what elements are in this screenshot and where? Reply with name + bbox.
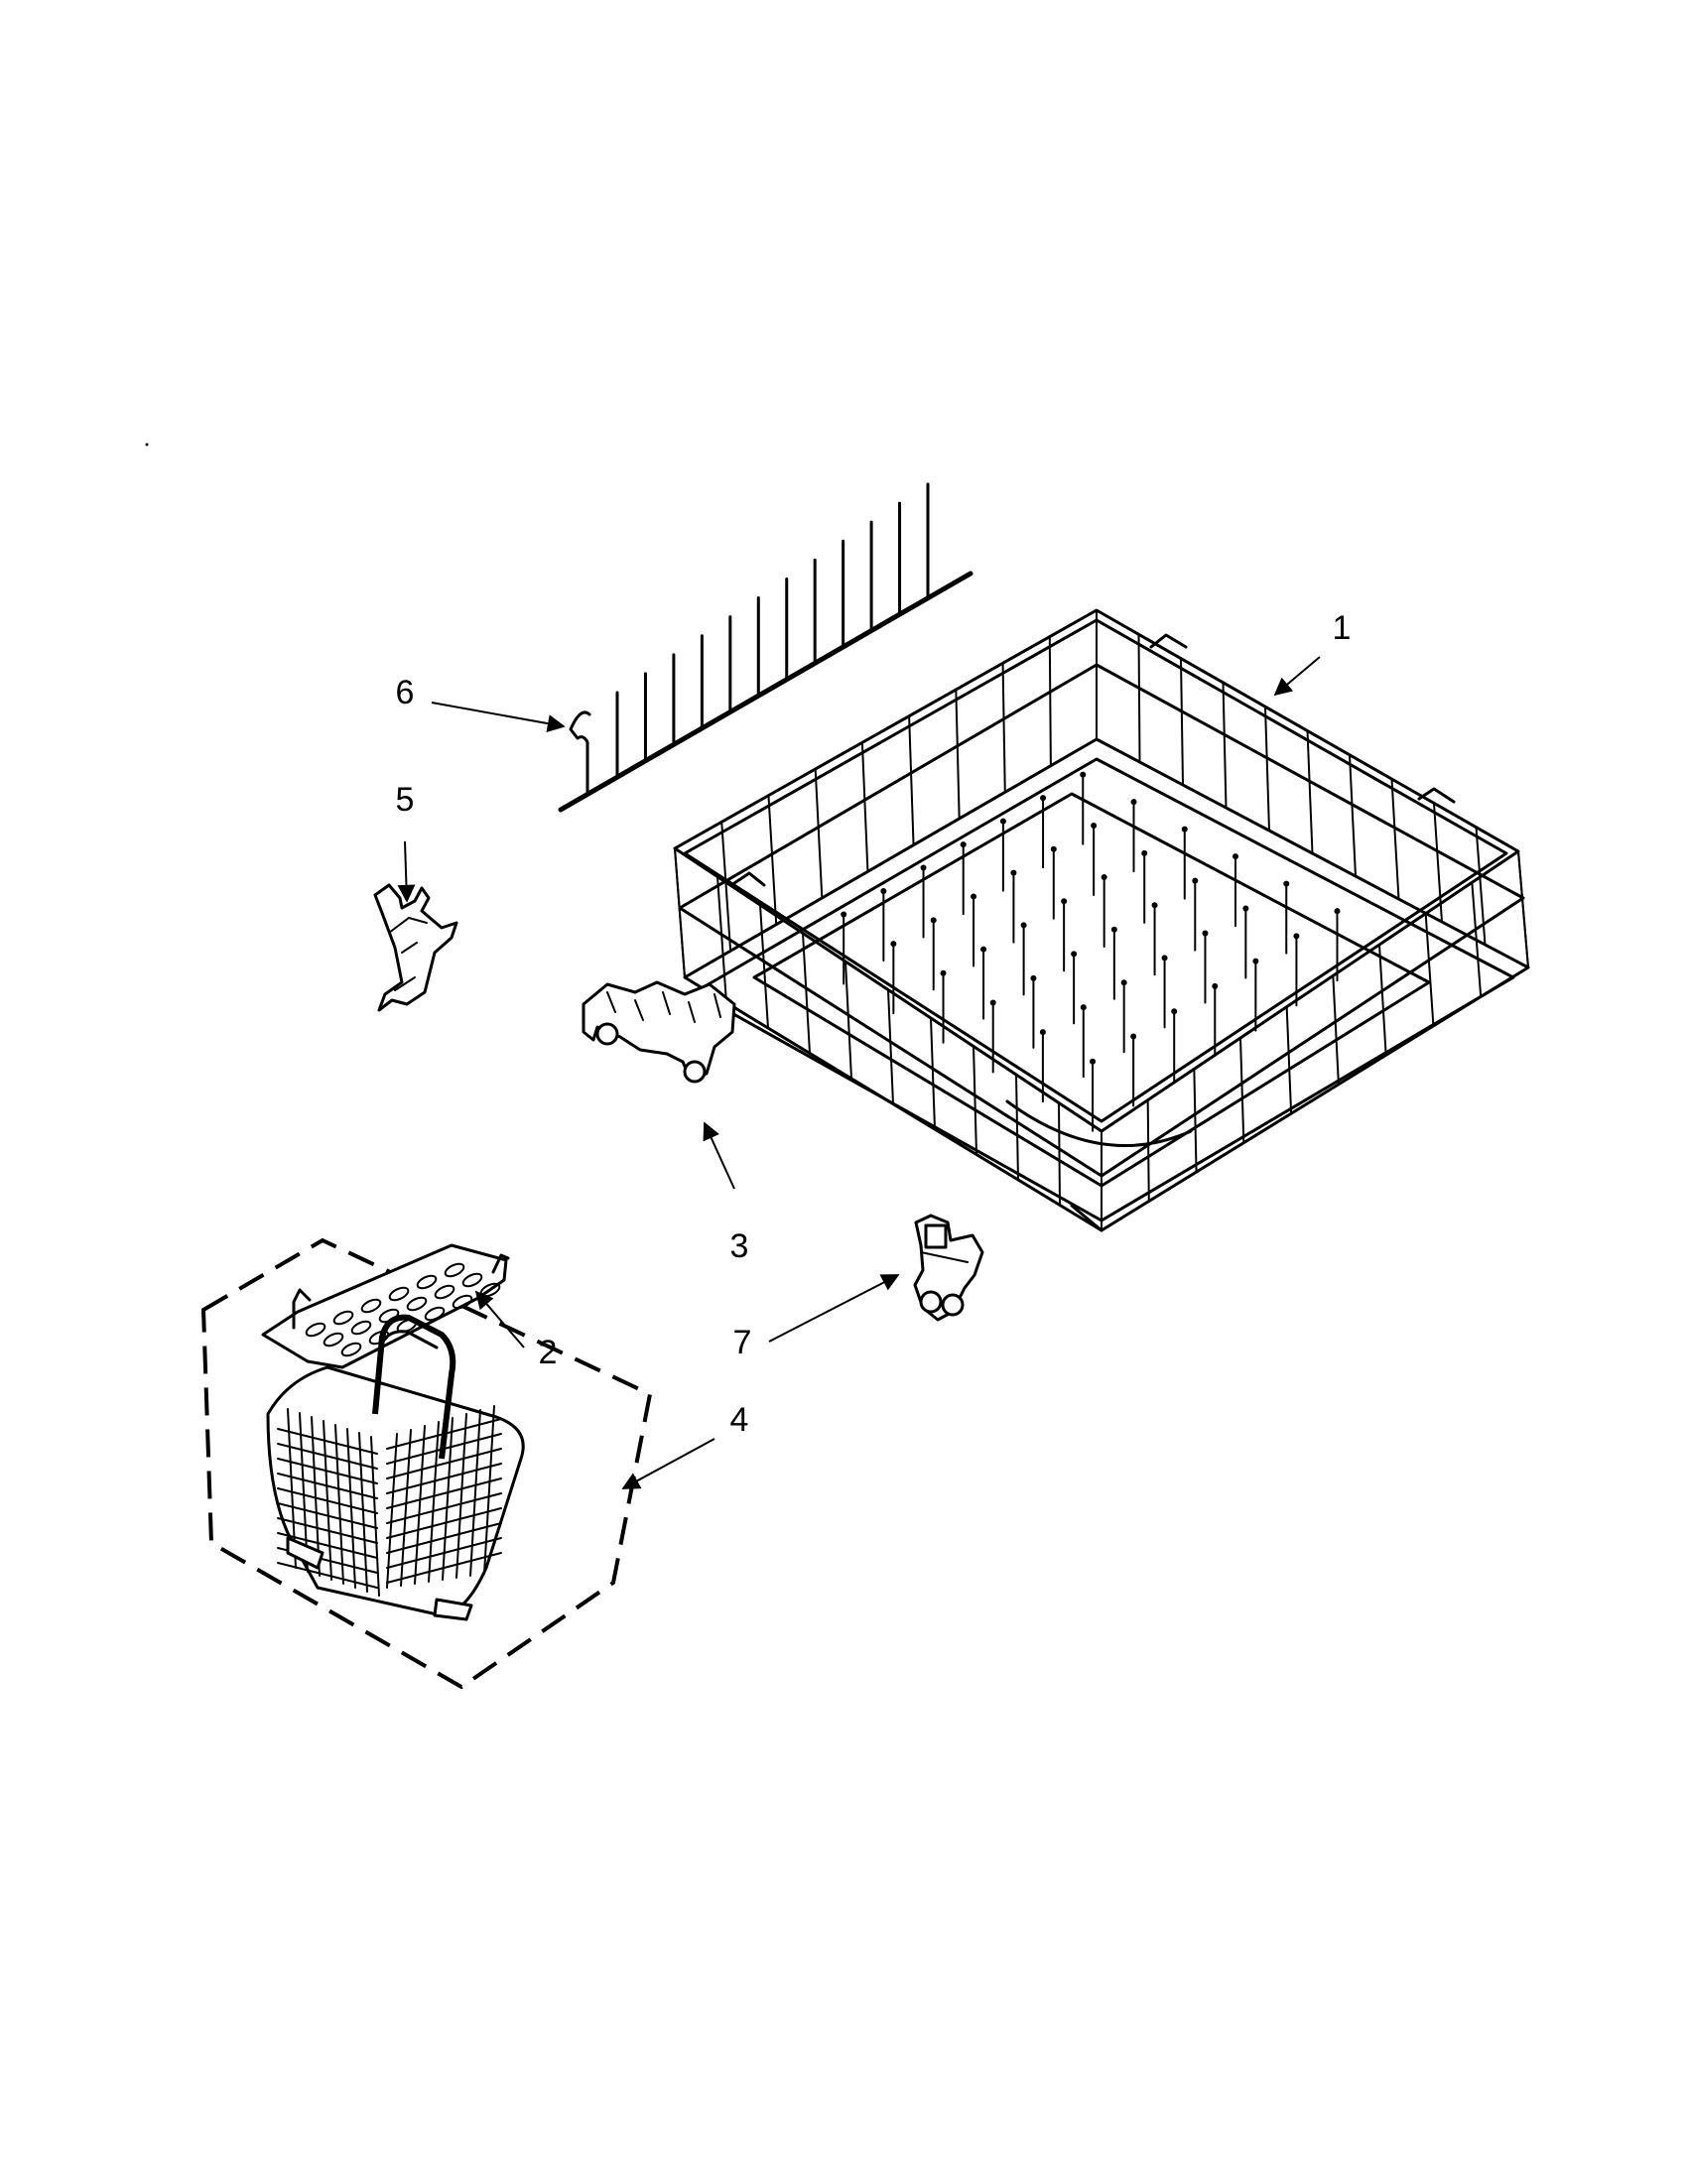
leader-6	[431, 702, 566, 732]
basket-cover-part-2[interactable]	[261, 1243, 510, 1369]
silverware-basket-part-4[interactable]	[266, 1314, 525, 1621]
lower-dish-rack-part-1[interactable]	[673, 608, 1530, 1232]
tine-row-part-6[interactable]	[558, 482, 973, 813]
rack-roller-part-7[interactable]	[913, 1214, 984, 1322]
callout-2: 2	[539, 1334, 558, 1371]
callout-7: 7	[733, 1324, 752, 1361]
leader-4	[621, 1438, 715, 1489]
rack-wheel-assembly-part-3[interactable]	[582, 980, 736, 1084]
leader-arrows	[397, 656, 1321, 1489]
callout-6: 6	[396, 674, 415, 711]
stray-dot	[145, 443, 149, 447]
rack-clip-part-5[interactable]	[373, 883, 458, 1012]
leader-3	[703, 1121, 735, 1190]
leader-2	[474, 1290, 525, 1349]
callout-3: 3	[730, 1227, 749, 1265]
callout-1: 1	[1333, 609, 1352, 647]
leader-5	[397, 840, 416, 903]
silverware-basket-assembly-boundary	[200, 1237, 653, 1690]
callout-4: 4	[730, 1401, 749, 1439]
leader-1	[1273, 656, 1321, 697]
leader-7	[768, 1274, 900, 1343]
callout-5: 5	[396, 781, 415, 819]
